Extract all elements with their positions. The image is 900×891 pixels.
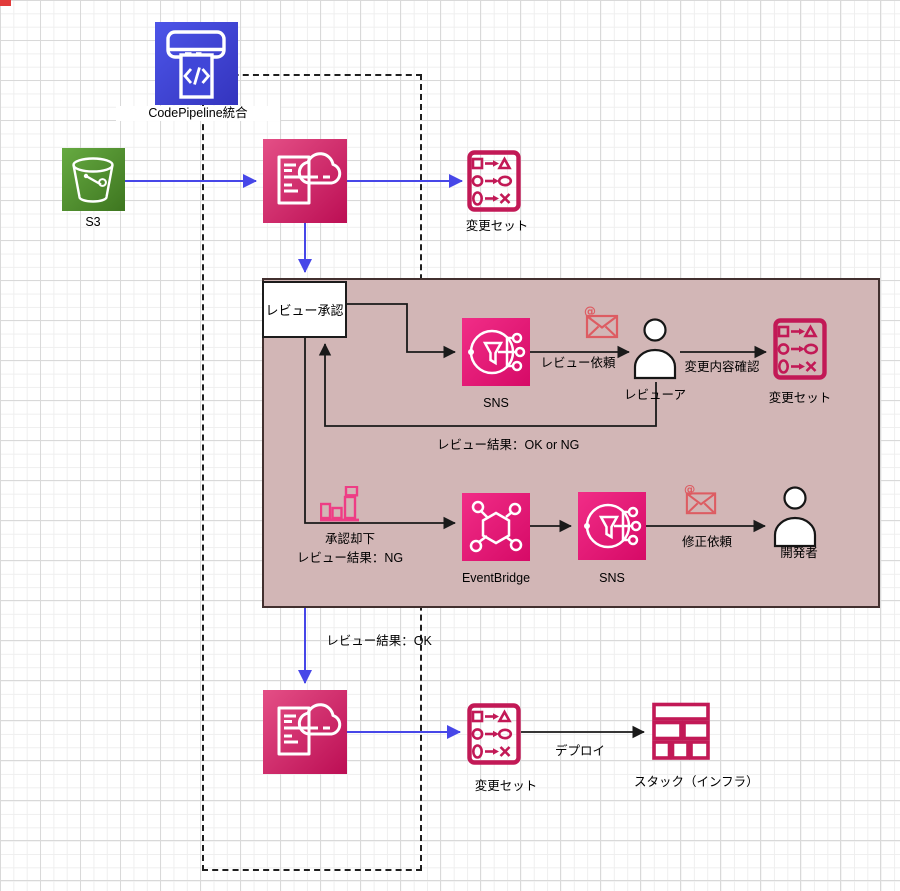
codepipeline-label: CodePipeline統合 bbox=[116, 106, 280, 121]
changeset-source-label: 変更セット bbox=[465, 219, 529, 233]
changeset-source-icon[interactable] bbox=[467, 150, 521, 212]
reviewer-label: レビューア bbox=[623, 388, 686, 402]
mail-icon-2 bbox=[684, 484, 718, 516]
codepipeline-icon[interactable] bbox=[155, 22, 238, 105]
s3-label: S3 bbox=[85, 215, 101, 229]
developer-label: 開発者 bbox=[780, 546, 818, 560]
screen-corner-artifact bbox=[0, 0, 11, 6]
approval-reject-line1: 承認却下 bbox=[324, 532, 375, 546]
approval-reject-label: 承認却下 レビュー結果：NG bbox=[270, 532, 430, 566]
review-result-ok-label: レビュー結果：OK bbox=[326, 634, 432, 648]
review-approval-node[interactable]: レビュー承認 bbox=[262, 281, 347, 338]
stack-label: スタック（インフラ） bbox=[634, 775, 759, 789]
cloudformation-icon[interactable] bbox=[263, 139, 347, 223]
cloudformation-deploy-icon[interactable] bbox=[263, 690, 347, 774]
changeset-review-label: 変更セット bbox=[768, 391, 832, 405]
developer-icon[interactable] bbox=[772, 486, 818, 548]
changeset-review-icon[interactable] bbox=[773, 318, 827, 380]
s3-icon[interactable] bbox=[62, 148, 125, 211]
mail-icon bbox=[584, 306, 620, 340]
review-request-label: レビュー依頼 bbox=[540, 356, 616, 370]
changeset-deploy-icon[interactable] bbox=[467, 703, 521, 765]
sns-review-icon[interactable] bbox=[462, 318, 530, 386]
eventbridge-icon[interactable] bbox=[462, 493, 530, 561]
changeset-deploy-label: 変更セット bbox=[474, 779, 538, 793]
deploy-label: デプロイ bbox=[554, 744, 605, 758]
approval-reject-line2: レビュー結果：NG bbox=[296, 551, 404, 565]
eventbridge-label: EventBridge bbox=[461, 571, 531, 585]
review-result-okng-label: レビュー結果：OK or NG bbox=[437, 438, 580, 452]
review-approval-label: レビュー承認 bbox=[265, 303, 344, 318]
fix-request-label: 修正依頼 bbox=[681, 535, 732, 549]
stack-icon[interactable] bbox=[652, 701, 710, 761]
sns-review-label: SNS bbox=[483, 396, 509, 410]
sns-reject-label: SNS bbox=[599, 571, 625, 585]
metrics-bars-icon bbox=[320, 486, 360, 522]
change-confirm-label: 変更内容確認 bbox=[684, 360, 760, 374]
sns-reject-icon[interactable] bbox=[578, 492, 646, 560]
